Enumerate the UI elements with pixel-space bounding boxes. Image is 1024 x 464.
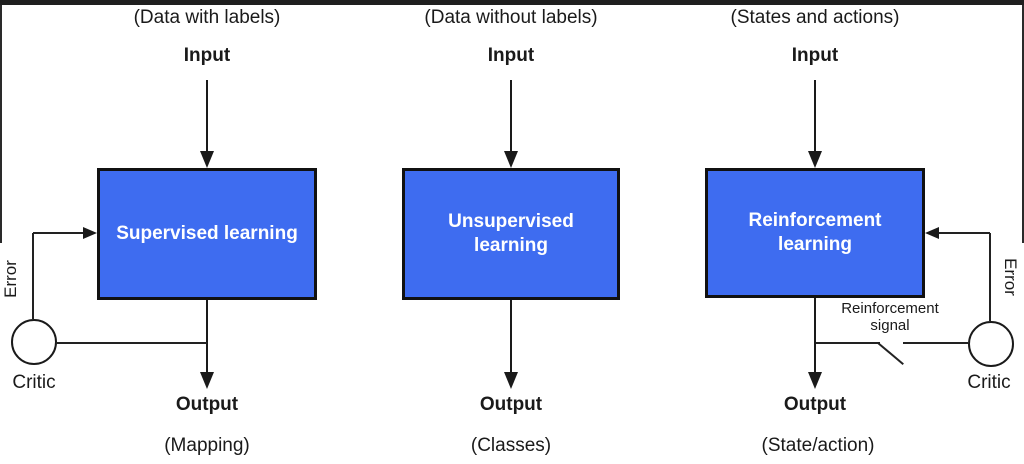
supervised-error-vline [32,233,34,319]
supervised-learning-box: Supervised learning [97,168,317,300]
reinforcement-error-hline [939,232,990,234]
unsupervised-bottom-label: (Classes) [470,435,552,456]
unsupervised-output-arrowhead-icon [504,372,518,389]
reinforcement-box-label: Reinforcement [748,210,882,231]
reinforcement-learning-box: Reinforcement learning [705,168,925,298]
unsupervised-box-label: Unsupervised [448,211,574,232]
supervised-error-label: Error [1,260,20,298]
reinforcement-output-line [814,298,816,372]
reinforcement-output-arrowhead-icon [808,372,822,389]
supervised-critic-circle [11,319,57,365]
supervised-output-arrowhead-icon [200,372,214,389]
left-frame-line [0,5,2,243]
unsupervised-input-line [510,80,512,152]
supervised-output-line [206,300,208,372]
reinforcement-signal-switch [877,342,904,365]
unsupervised-top-label: (Data without labels) [424,7,598,28]
supervised-error-arrowhead-icon [83,227,97,239]
top-frame-bar [0,0,1024,5]
reinforcement-signal-line-right [903,342,968,344]
unsupervised-output-label: Output [479,394,543,415]
reinforcement-error-label: Error [1001,258,1020,296]
unsupervised-input-label: Input [487,45,535,66]
reinforcement-bottom-label: (State/action) [761,435,875,456]
supervised-error-hline [33,232,83,234]
supervised-input-arrowhead-icon [200,151,214,168]
reinforcement-input-label: Input [791,45,839,66]
supervised-critic-label: Critic [12,372,56,393]
supervised-output-label: Output [175,394,239,415]
reinforcement-signal-line-left [816,342,880,344]
right-frame-line [1022,5,1024,243]
supervised-input-line [206,80,208,152]
unsupervised-input-arrowhead-icon [504,151,518,168]
unsupervised-output-line [510,300,512,372]
reinforcement-error-vline [989,233,991,321]
reinforcement-input-line [814,80,816,152]
supervised-top-label: (Data with labels) [133,7,281,28]
reinforcement-top-label: (States and actions) [730,7,900,28]
reinforcement-error-arrowhead-icon [925,227,939,239]
reinforcement-critic-label: Critic [967,372,1011,393]
supervised-critic-hline [56,342,207,344]
reinforcement-critic-circle [968,321,1014,367]
reinforcement-output-label: Output [783,394,847,415]
unsupervised-learning-box: Unsupervised learning [402,168,620,300]
supervised-input-label: Input [183,45,231,66]
supervised-box-label: Supervised learning [116,223,298,244]
supervised-bottom-label: (Mapping) [164,435,250,456]
reinforcement-signal-label: Reinforcement signal [841,300,939,334]
reinforcement-input-arrowhead-icon [808,151,822,168]
